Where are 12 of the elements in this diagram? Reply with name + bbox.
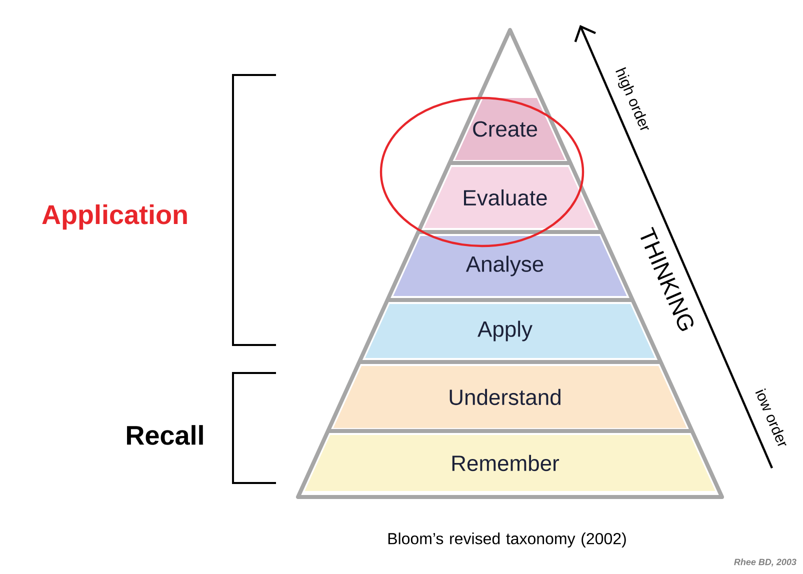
pyramid-level: Understand bbox=[333, 366, 687, 428]
pyramid-level: Apply bbox=[365, 304, 655, 358]
group-label: Application bbox=[42, 204, 187, 230]
caption: Bloom’s revised taxonomy (2002) bbox=[388, 532, 626, 548]
pyramid-level: Create bbox=[455, 98, 566, 160]
pyramid-level: Analyse bbox=[393, 236, 627, 296]
group-label: Recall bbox=[127, 425, 203, 445]
axis-label: high order bbox=[616, 67, 649, 130]
axis-label: iow order bbox=[755, 388, 786, 446]
source-note: Rhee BD, 2003 bbox=[734, 558, 796, 566]
pyramid-level: Evaluate bbox=[424, 167, 596, 228]
pyramid-level: Remember bbox=[304, 435, 716, 491]
